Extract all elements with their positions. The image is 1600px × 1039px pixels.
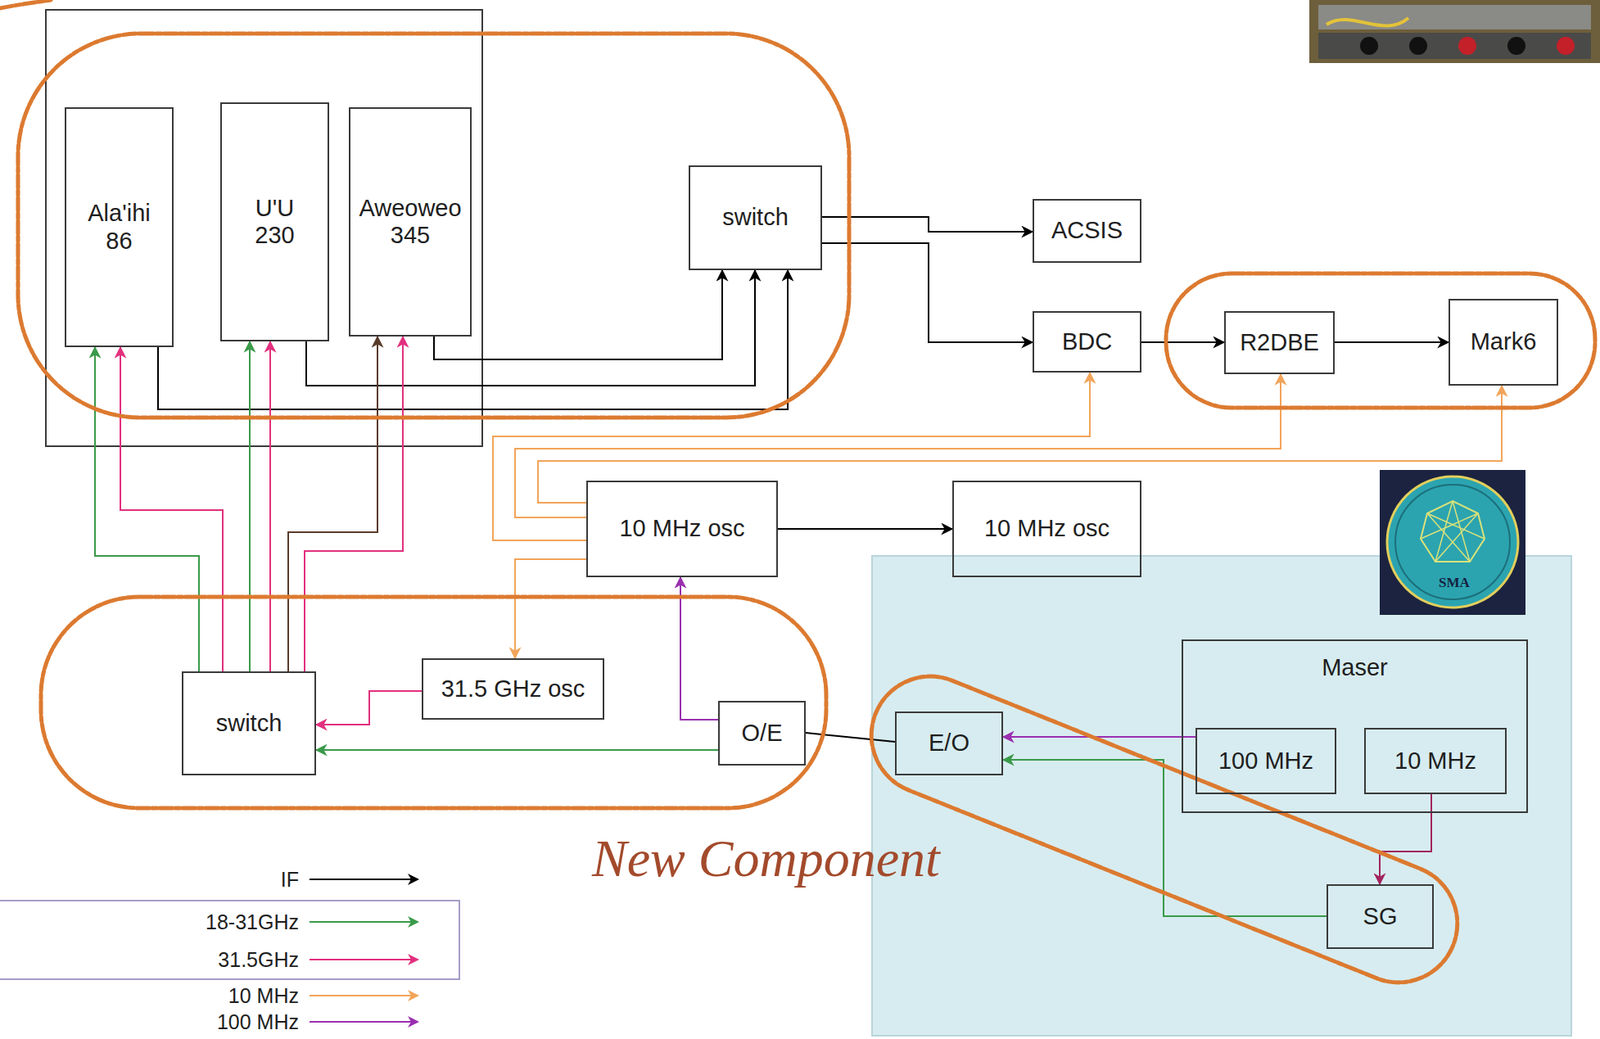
receiver-box: Aweoweo345 [348,107,472,337]
logo-text: SMA [1438,574,1470,592]
photo-knob [1507,36,1526,55]
box-label: E/O [928,729,970,757]
legend-text: 18-31GHz [205,909,299,935]
box-label: switch [216,709,283,737]
legend-text: 100 MHz [216,1009,299,1035]
signal-connector [1141,341,1225,344]
callout-note: New Component [592,828,941,890]
oscillator-box: 31.5 GHz osc [421,658,605,720]
signal-connector [269,341,272,672]
receiver-box: U'U230 [220,102,330,342]
box-label: R2DBE [1239,329,1320,357]
sma-panel [872,555,1572,1036]
receiver-box: Ala'ihi86 [64,107,174,348]
backend-box: ACSIS [1032,198,1142,263]
legend-frame [0,900,460,980]
legend-swatch [309,1013,421,1031]
oscillator-box: 10 MHz osc [952,480,1142,578]
digitizer-box: R2DBE [1224,311,1335,375]
signal-connector [822,243,1033,343]
box-label: Aweoweo [358,194,462,222]
band-number: 230 [254,221,294,249]
logo-network [1420,501,1485,562]
oscillator-box: 10 MHz osc [586,480,778,578]
box-label: Maser [1321,654,1388,682]
box-label: switch [722,203,789,231]
signal-connector [777,528,953,530]
signal-connector [822,216,1033,232]
signal-connector [248,341,251,672]
legend-swatch [309,987,421,1004]
box-label: 100 MHz [1218,747,1314,775]
photo-knob [1360,36,1379,55]
photo-cable [1326,18,1409,26]
box-label: Ala'ihi [87,199,150,227]
switch-box: switch [181,671,317,776]
legend-text: 10 MHz [228,983,299,1008]
photo-knob [1556,36,1575,55]
box-label: Mark6 [1470,328,1537,356]
legend-text: 31.5GHz [217,947,299,972]
generator-box: SG [1326,884,1434,950]
recorder-box: Mark6 [1448,298,1559,386]
signal-connector [306,270,755,386]
band-number: 86 [105,227,132,255]
signal-connector [433,270,723,360]
callout-loop [0,0,51,9]
converter-box: O/E [718,700,806,766]
signal-connector [316,691,422,725]
box-label: SG [1363,903,1398,931]
logo-network [1420,501,1485,562]
signal-connector [515,374,1281,518]
box-label: 31.5 GHz osc [441,675,586,703]
signal-connector [1003,736,1196,738]
signal-connector [304,336,403,672]
logo-disc [1387,476,1519,608]
reference-box: 100 MHz [1195,727,1337,795]
converter-box: BDC [1032,311,1142,373]
signal-connector [120,347,223,672]
signal-connector [805,732,895,742]
photo-knob [1409,36,1428,55]
callout-loop [854,658,1476,1000]
callout-loop [1166,273,1596,408]
photo-ground [1309,0,1600,64]
photo-panel [1318,4,1591,30]
legend-text: IF [280,867,299,892]
photo-panel [1318,32,1591,59]
receiver-cabin-outline [45,9,483,447]
box-label: U'U [255,194,294,222]
photo-knob [1458,36,1477,55]
signal-connector [158,270,788,410]
maser-box: Maser 100 MHz 10 MHz [1181,639,1528,814]
signal-connector [288,336,378,672]
legend-swatch [309,871,421,888]
box-label: 10 MHz osc [619,515,745,543]
signal-connector [316,749,719,751]
legend-swatch [309,951,421,968]
logo-ring [1395,484,1510,600]
logo-ground [1379,470,1526,615]
signal-connector [537,385,1502,503]
switch-box: switch [688,165,823,271]
signal-connector [1334,341,1449,344]
reference-box: 10 MHz [1364,727,1507,795]
equipment-photo [1309,0,1600,64]
box-label: ACSIS [1051,216,1123,245]
box-label: BDC [1062,328,1112,356]
box-label: 10 MHz osc [984,515,1110,543]
callout-loop [18,33,850,418]
band-number: 345 [390,221,430,249]
box-label: O/E [741,719,783,747]
signal-connector [515,559,587,659]
legend-swatch [309,913,421,931]
box-label: 10 MHz [1394,747,1477,775]
converter-box: E/O [894,711,1004,776]
sma-logo [1379,470,1526,615]
callout-loop [40,596,827,809]
